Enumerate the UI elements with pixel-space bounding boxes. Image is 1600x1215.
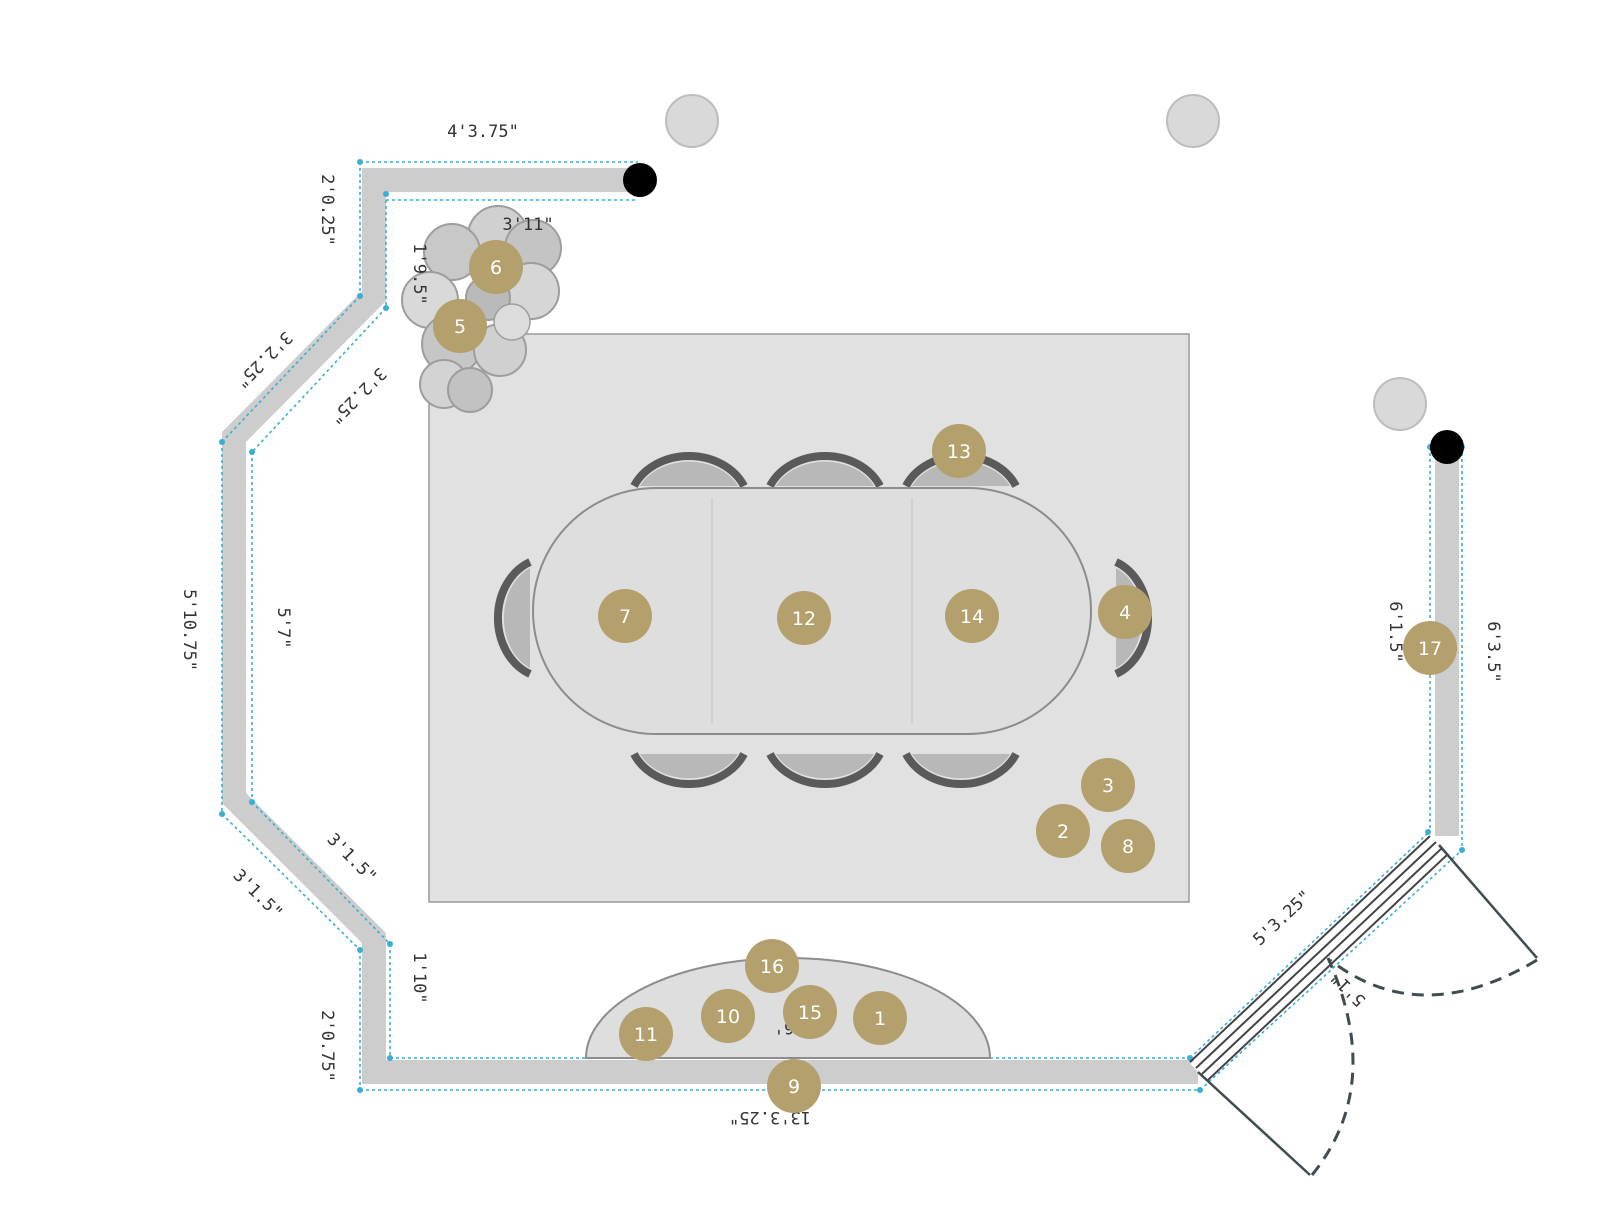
dimension-label: 5'7" <box>273 608 293 649</box>
dimension-label: 1'9.5" <box>409 243 429 304</box>
ceiling-light <box>1166 94 1220 148</box>
marker-13[interactable]: 13 <box>932 424 986 478</box>
marker-label: 4 <box>1119 602 1131 624</box>
marker-15[interactable]: 15 <box>783 985 837 1039</box>
dimension-label: 1'10" <box>409 952 429 1003</box>
ceiling-light <box>665 94 719 148</box>
marker-label: 11 <box>634 1024 658 1046</box>
dimension-label: 2'0.75" <box>317 1010 337 1082</box>
dimension-label: 6'1.5" <box>1385 601 1405 662</box>
marker-label: 5 <box>454 316 466 338</box>
dimension-label: 3'2.25" <box>325 363 390 428</box>
dining-chairs <box>494 451 1152 789</box>
marker-label: 6 <box>490 257 502 279</box>
marker-label: 16 <box>760 956 784 978</box>
marker-label: 9 <box>788 1076 800 1098</box>
column-cap <box>623 163 657 197</box>
marker-label: 8 <box>1122 836 1134 858</box>
dimension-label: 5'10.75" <box>179 589 199 671</box>
dimension-label: 4'3.75" <box>447 122 519 142</box>
marker-label: 10 <box>716 1006 740 1028</box>
marker-14[interactable]: 14 <box>945 589 999 643</box>
marker-16[interactable]: 16 <box>745 939 799 993</box>
marker-9[interactable]: 9 <box>767 1059 821 1113</box>
dimension-label: 3'1.5" <box>229 866 287 924</box>
marker-8[interactable]: 8 <box>1101 819 1155 873</box>
marker-5[interactable]: 5 <box>433 299 487 353</box>
marker-label: 2 <box>1057 821 1069 843</box>
marker-7[interactable]: 7 <box>598 589 652 643</box>
marker-label: 1 <box>874 1008 886 1030</box>
marker-12[interactable]: 12 <box>777 591 831 645</box>
marker-6[interactable]: 6 <box>469 240 523 294</box>
marker-2[interactable]: 2 <box>1036 804 1090 858</box>
dimension-label: 3'11" <box>502 215 553 235</box>
dimension-label: 5'1" <box>1327 967 1370 1010</box>
double-door <box>1189 835 1538 1176</box>
dimension-label: 2'0.25" <box>317 174 337 246</box>
dimension-lines <box>219 159 1465 1093</box>
marker-3[interactable]: 3 <box>1081 758 1135 812</box>
marker-label: 13 <box>947 441 971 463</box>
dimension-label: 5'3.25" <box>1250 887 1316 950</box>
marker-11[interactable]: 11 <box>619 1007 673 1061</box>
marker-label: 14 <box>960 606 984 628</box>
marker-label: 15 <box>798 1002 822 1024</box>
marker-4[interactable]: 4 <box>1098 585 1152 639</box>
column-cap <box>1430 430 1464 464</box>
marker-10[interactable]: 10 <box>701 989 755 1043</box>
markers: 1 2 3 4 5 6 7 8 9 10 11 12 13 14 15 16 1… <box>433 240 1457 1113</box>
marker-label: 17 <box>1418 638 1442 660</box>
marker-label: 7 <box>619 606 631 628</box>
marker-17[interactable]: 17 <box>1403 621 1457 675</box>
marker-label: 3 <box>1102 775 1114 797</box>
dimension-label: 6'3.5" <box>1483 621 1503 682</box>
ceiling-light <box>1373 377 1427 431</box>
marker-label: 12 <box>792 608 816 630</box>
marker-1[interactable]: 1 <box>853 991 907 1045</box>
